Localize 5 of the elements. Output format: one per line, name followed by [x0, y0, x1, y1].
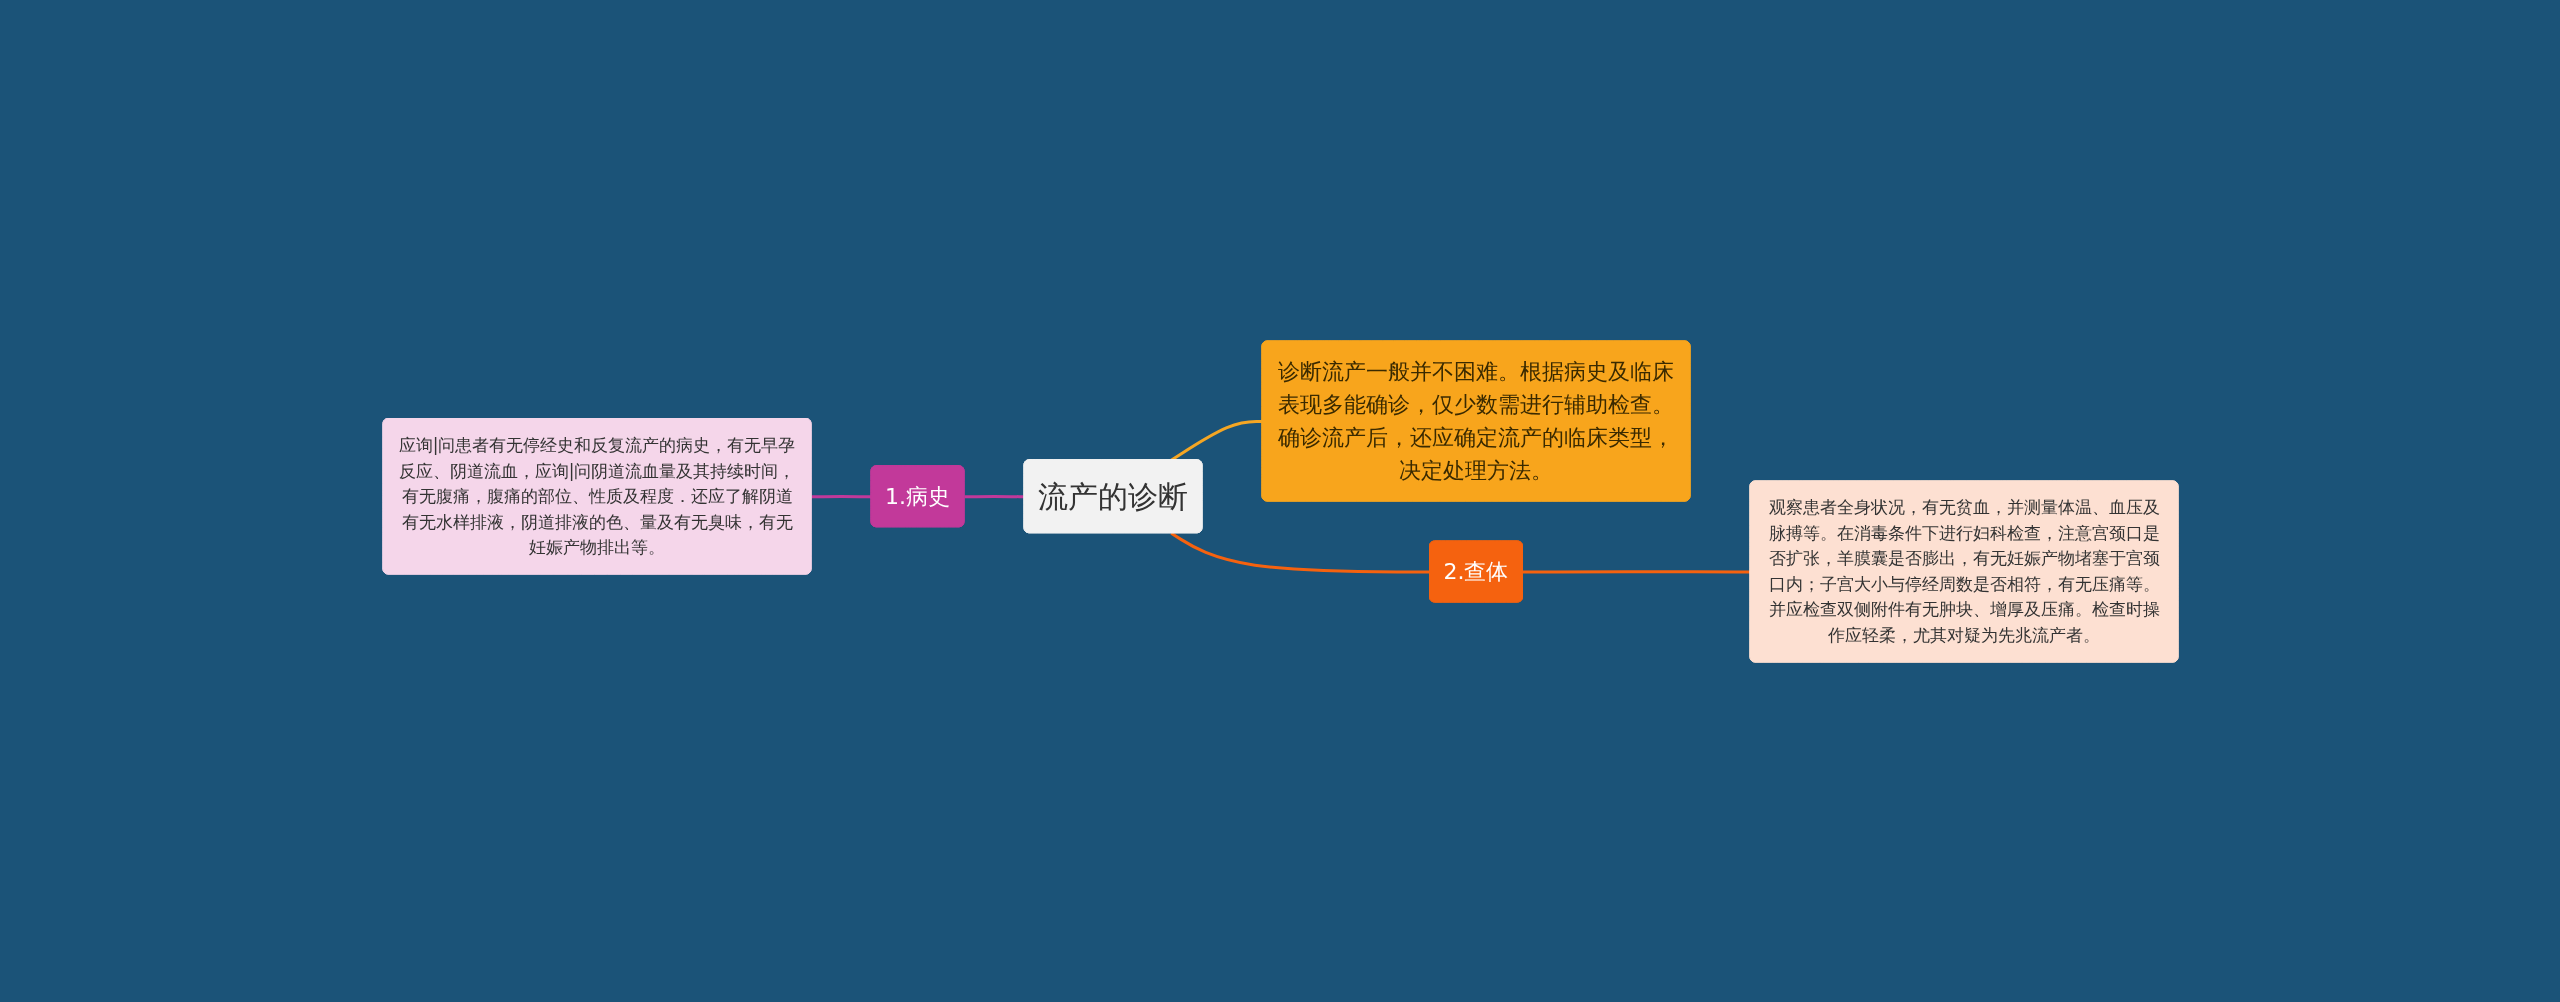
- connector: [1169, 419, 1263, 461]
- connector: [963, 494, 1025, 498]
- connector: [810, 494, 872, 498]
- connector: [1169, 531, 1430, 573]
- connector: [1522, 569, 1751, 573]
